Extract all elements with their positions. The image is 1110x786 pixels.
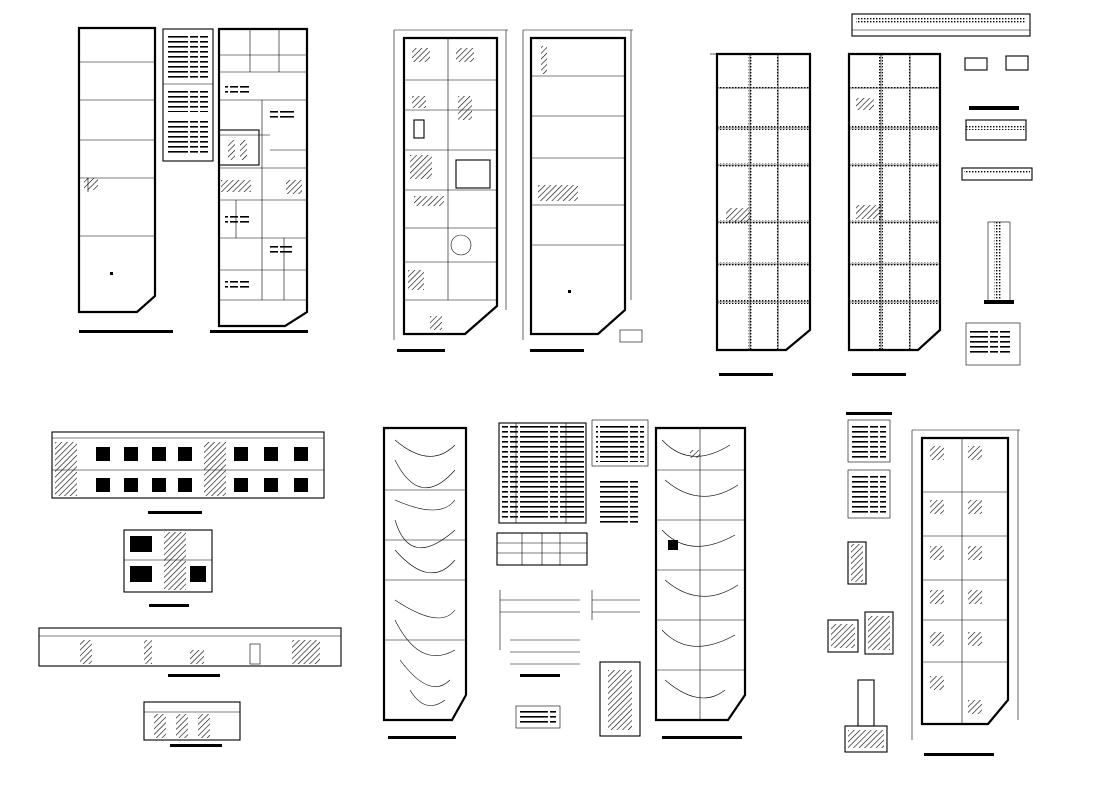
column-section-detail [984,221,1014,304]
plan-title-bar [924,753,994,756]
foundation-plan [911,429,1020,756]
plan-title-bar [79,330,173,333]
plan-title-bar [852,373,906,376]
front-elevation [51,431,325,514]
electrical-lighting-plan-b [654,426,747,739]
structural-notes-box [965,322,1021,366]
single-line-wiring-diagrams [499,590,641,737]
drawing-legend-table [162,28,214,162]
plan-title-bar [662,736,742,739]
plan-title-bar [388,736,456,739]
elevation-title-bar [148,511,202,514]
ground-floor-architectural-plan [77,26,173,333]
electrical-lighting-plan-a [382,426,468,739]
first-floor-architectural-plan [210,27,309,333]
elevation-title-bar [168,674,220,677]
side-elevation [123,529,213,607]
structural-frame-plan-b [847,52,942,376]
dimensioned-floor-plan-b [522,29,643,352]
elevation-title-bar [149,604,189,607]
structural-frame-plan-a [710,52,812,376]
plan-title-bar [397,349,445,352]
plan-title-bar [210,330,308,333]
plan-title-bar [530,349,584,352]
small-section-elevation [143,701,241,747]
beam-section-details [851,13,1033,181]
foundation-notes-and-details [827,412,894,753]
dimensioned-floor-plan-a [393,29,508,352]
plan-title-bar [719,373,773,376]
rear-elevation [38,627,342,677]
electrical-legend-tables [496,419,649,566]
elevation-title-bar [170,744,222,747]
